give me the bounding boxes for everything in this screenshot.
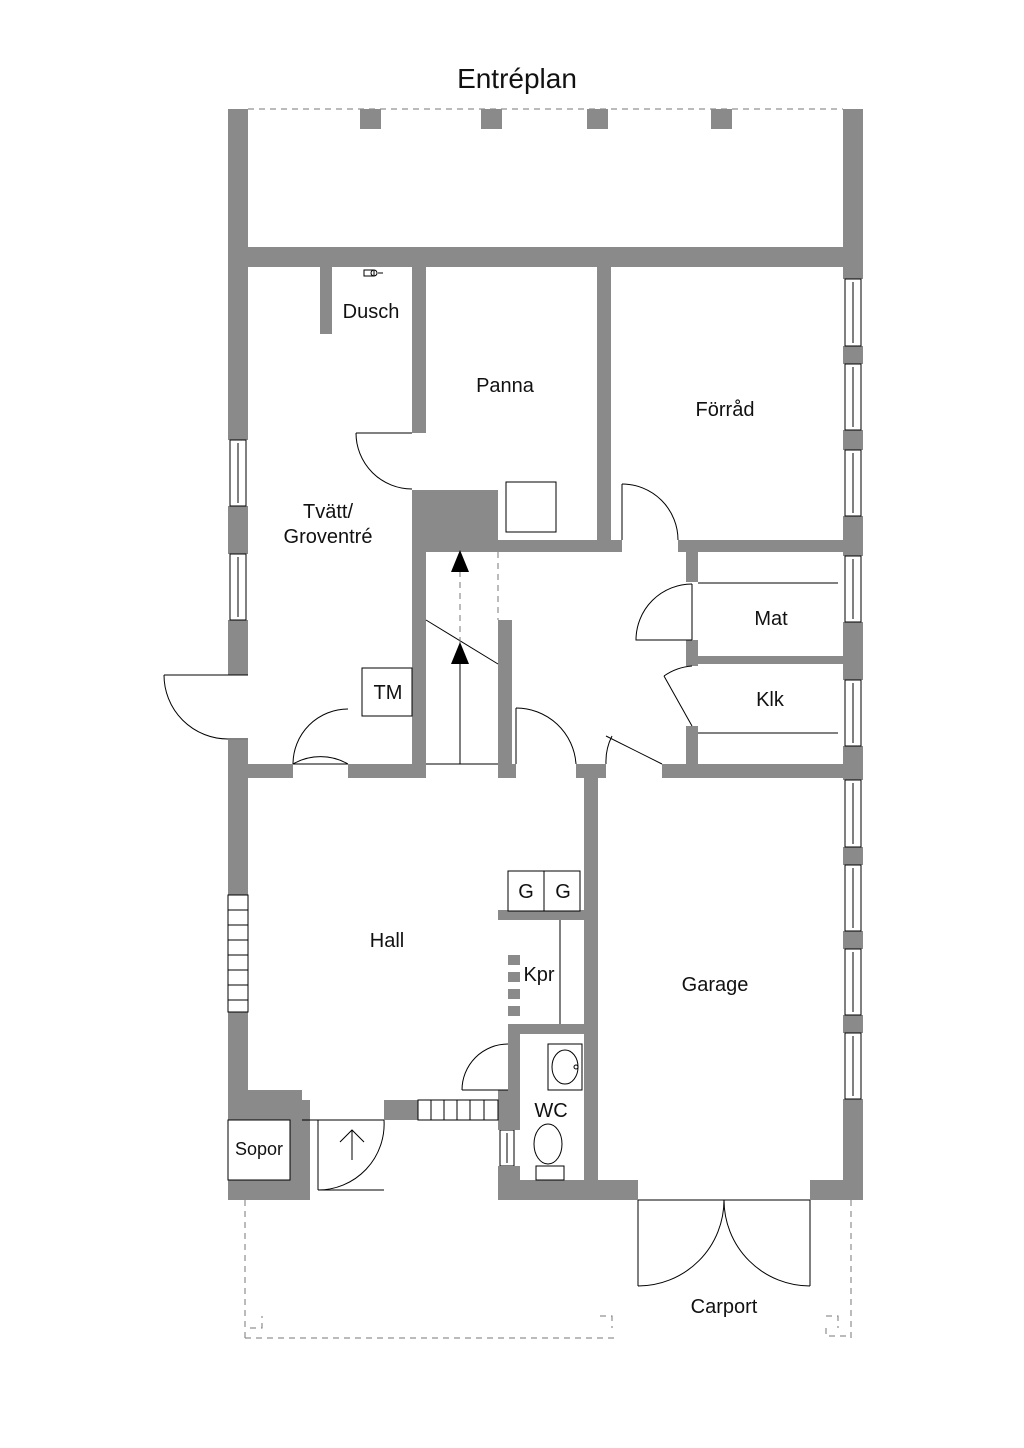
room-label-tvatt-2: Groventré [284,526,373,548]
room-label-hall: Hall [370,930,404,952]
room-label-sopor: Sopor [235,1139,283,1159]
room-label-panna: Panna [476,375,535,397]
room-label-tm: TM [374,682,403,704]
wardrobe-box [507,870,545,912]
windows [229,278,862,1167]
shower-icon [363,269,383,277]
top-porch [228,108,863,267]
porch-post [711,109,732,129]
porch-post [360,109,381,129]
room-label-mat: Mat [754,608,788,630]
room-label-carport: Carport [691,1296,758,1318]
entry-grate [417,1099,499,1121]
room-label-garage: Garage [682,974,749,996]
room-label-wc: WC [534,1100,567,1122]
porch-post [587,109,608,129]
trash-box [227,1119,291,1181]
dryer-box [361,667,413,717]
room-label-dusch: Dusch [343,301,400,323]
staircase [425,550,499,765]
interior-walls [228,267,863,1200]
plan-title: Entréplan [457,63,577,94]
room-label-g1: G [518,881,534,903]
room-label-tvatt-1: Tvätt/ [303,501,353,523]
entrance-arrow-icon [339,1129,365,1160]
room-labels: Dusch Panna Förråd Tvätt/ Groventré Mat … [235,301,788,1318]
boiler [505,481,557,533]
left-steps [227,894,249,1013]
room-label-g2: G [555,881,571,903]
doors [163,432,811,1287]
fixtures [227,269,838,1181]
room-label-kpr: Kpr [523,964,554,986]
room-label-klk: Klk [756,689,785,711]
toilet-icon [533,1123,565,1181]
carport-outline [244,1200,852,1339]
sink-icon [547,1043,583,1091]
stair-arrow [451,642,469,664]
porch-post [481,109,502,129]
exterior-walls [228,267,863,1200]
stair-arrow [451,550,469,572]
room-label-forrad: Förråd [696,399,755,421]
wardrobe-box [543,870,581,912]
